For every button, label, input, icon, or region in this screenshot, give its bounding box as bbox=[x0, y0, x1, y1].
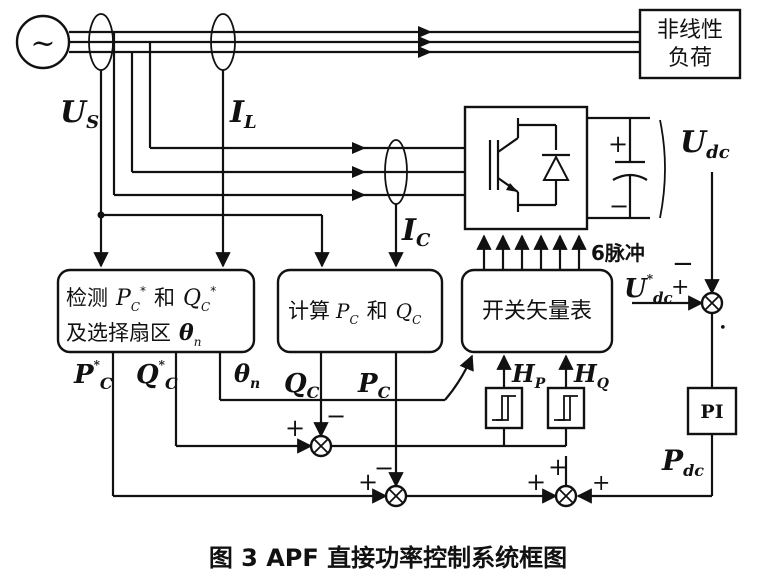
figure-caption: 图 3 APF 直接功率控制系统框图 bbox=[209, 544, 567, 572]
ac-source-tilde: ~ bbox=[30, 26, 55, 61]
p-sum-top-plus: + bbox=[548, 453, 568, 481]
calc-power-block bbox=[276, 268, 444, 354]
cap-plus-sign: + bbox=[608, 130, 628, 158]
sum-junction-p bbox=[384, 484, 408, 508]
pc-ref-label: P*C bbox=[73, 358, 113, 393]
udc-label: Udc bbox=[680, 125, 730, 163]
sum-junction-pdc bbox=[554, 484, 578, 508]
pc-minus: − bbox=[374, 454, 394, 482]
p-error-plus: + bbox=[526, 468, 546, 496]
nonlinear-load-block bbox=[638, 8, 742, 80]
apf-branch-lines bbox=[112, 32, 465, 201]
switch-table-label: 开关矢量表 bbox=[482, 299, 592, 324]
ic-label: IC bbox=[401, 213, 431, 251]
hp-label: HP bbox=[511, 359, 546, 392]
hp-hysteresis-block bbox=[484, 386, 524, 430]
pi-controller-block bbox=[686, 386, 738, 436]
dc-capacitor bbox=[587, 116, 650, 220]
theta-to-table-arrow bbox=[444, 354, 474, 401]
qc-ref-label: Q*C bbox=[136, 358, 178, 393]
pc-label: PC bbox=[357, 369, 391, 402]
hq-hysteresis-block bbox=[546, 386, 586, 430]
qc-label: QC bbox=[284, 369, 320, 402]
cap-minus-sign: − bbox=[609, 192, 629, 220]
six-pulse-label: 6脉冲 bbox=[591, 241, 645, 265]
load-label-line1: 非线性 bbox=[657, 18, 723, 43]
pdc-plus: + bbox=[592, 471, 610, 496]
pdc-label: Pdc bbox=[661, 444, 704, 480]
theta-n-label: θn bbox=[234, 359, 260, 392]
qc-minus: − bbox=[326, 402, 346, 430]
load-label-line2: 负荷 bbox=[668, 46, 712, 71]
switch-vector-table-block bbox=[460, 268, 614, 354]
sum-junction-q bbox=[309, 434, 333, 458]
inverter-block bbox=[463, 105, 589, 231]
pc-ref-plus: + bbox=[358, 468, 378, 496]
pulse-arrows bbox=[476, 234, 587, 270]
udc-sum-dot: • bbox=[719, 321, 727, 336]
udc-brace bbox=[659, 119, 666, 219]
udc-ref-label: U*dc bbox=[624, 272, 673, 307]
diode-symbol bbox=[518, 123, 570, 207]
udc-fb-minus: − bbox=[672, 249, 694, 279]
pi-label: PI bbox=[700, 401, 723, 423]
qc-ref-plus: + bbox=[285, 414, 305, 442]
udc-ref-plus: + bbox=[671, 275, 689, 300]
us-label: US bbox=[60, 95, 99, 133]
igbt-symbol bbox=[488, 118, 520, 212]
detect-sector-block bbox=[56, 268, 256, 354]
hq-label: HQ bbox=[573, 359, 609, 392]
il-label: IL bbox=[229, 95, 257, 133]
three-phase-lines bbox=[69, 26, 640, 58]
